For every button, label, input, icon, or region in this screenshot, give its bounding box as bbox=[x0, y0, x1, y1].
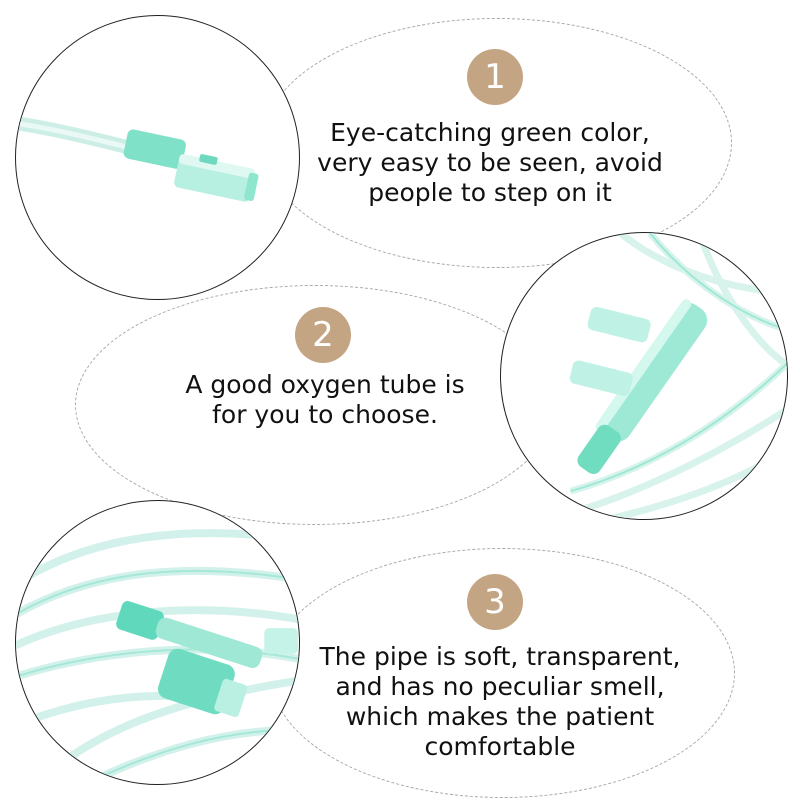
tube-end-connector-icon bbox=[16, 116, 259, 202]
feature-1-product-photo bbox=[15, 15, 300, 300]
feature-1-description: Eye-catching green color, very easy to b… bbox=[317, 118, 663, 207]
coiled-tubing-icon bbox=[16, 529, 299, 784]
nasal-prongs-icon bbox=[559, 233, 787, 519]
feature-1-number-badge: 1 bbox=[467, 49, 523, 105]
feature-3-product-photo bbox=[15, 500, 300, 785]
feature-2-description: A good oxygen tube is for you to choose. bbox=[185, 370, 465, 429]
feature-3-number-badge: 3 bbox=[467, 574, 523, 630]
feature-2-product-photo bbox=[500, 232, 788, 520]
feature-2-number-badge: 2 bbox=[295, 307, 351, 363]
feature-3-description: The pipe is soft, transparent, and has n… bbox=[319, 642, 681, 761]
